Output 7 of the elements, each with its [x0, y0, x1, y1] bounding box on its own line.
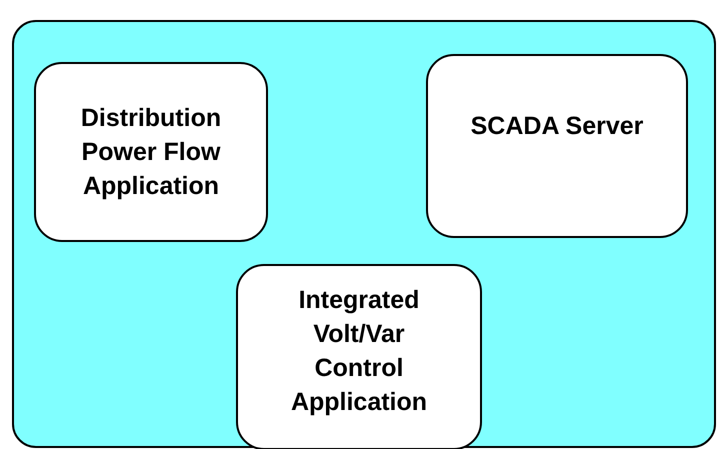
process-box — [34, 62, 268, 242]
box-label: SCADA Server — [470, 111, 644, 142]
process-box — [426, 54, 688, 238]
process-box — [236, 264, 482, 449]
box-label: Integrated Volt/Var Control Application — [290, 285, 428, 418]
box-label: Distribution Power Flow Application — [80, 103, 222, 202]
container-box — [12, 20, 716, 448]
